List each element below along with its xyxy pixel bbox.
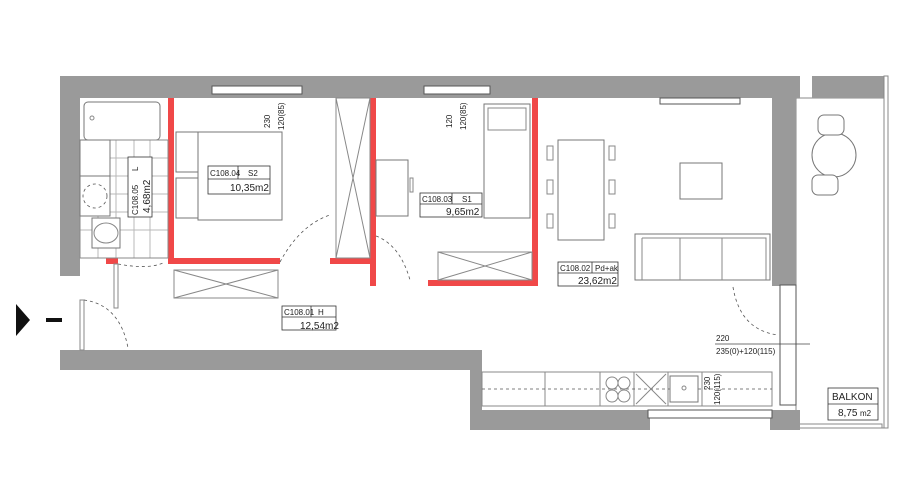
chair-icon — [811, 174, 839, 196]
room-code: C108.05 — [131, 184, 140, 215]
balcony: BALKON 8,75 m2 — [795, 75, 889, 429]
room-type: S1 — [462, 195, 472, 204]
windows — [211, 85, 797, 419]
bedroom-s1: C108.03 S1 9,65m2 120 120(85) — [375, 102, 533, 281]
hall: C108.01 H 12,54m2 — [79, 261, 339, 351]
bed-icon — [483, 103, 531, 219]
bathtub-icon — [83, 101, 161, 141]
table-icon — [811, 132, 857, 178]
dimension-label: 230 — [703, 376, 712, 390]
room-area: 4,68m2 — [142, 179, 153, 213]
living-room: C108.02 Pd+ak 23,62m2 220 235(0)+120(115… — [546, 139, 810, 356]
coffee-table-icon — [679, 162, 723, 200]
bathroom: C108.05 L 4,68m2 — [79, 101, 169, 259]
wardrobe — [335, 97, 371, 259]
room-type: Pd+ak — [595, 264, 619, 273]
bedroom-s2: C108.04 S2 10,35m2 230 120(85) — [173, 102, 331, 299]
room-area: 23,62m2 — [578, 276, 617, 287]
balcony-label: BALKON — [832, 392, 873, 403]
room-type: H — [318, 308, 324, 317]
balcony-unit: m2 — [860, 409, 872, 418]
dimension-label: 235(0)+120(115) — [716, 347, 776, 356]
room-code: C108.04 — [210, 169, 241, 178]
sofa-icon — [634, 233, 771, 281]
entrance-marker — [16, 304, 62, 336]
new-walls — [106, 98, 538, 286]
room-code: C108.02 — [560, 264, 591, 273]
dining-table-icon — [557, 139, 605, 241]
room-type: L — [131, 166, 140, 171]
kitchen-sink-icon — [669, 375, 699, 403]
dimension-label: 120(85) — [277, 102, 286, 130]
room-type: S2 — [248, 169, 258, 178]
kitchen: 230 120(115) — [481, 371, 773, 407]
dimension-label: 230 — [263, 114, 272, 128]
chair-icon — [817, 114, 845, 136]
sink-icon — [79, 139, 111, 177]
room-area: 10,35m2 — [230, 183, 269, 194]
entrance-arrow-icon — [16, 304, 30, 336]
room-area: 12,54m2 — [300, 321, 339, 332]
dimension-label: 120(85) — [459, 102, 468, 130]
room-area: 9,65m2 — [446, 207, 480, 218]
balcony-area: 8,75 — [838, 408, 858, 419]
dimension-label: 220 — [716, 334, 730, 343]
cooktop-icon — [605, 376, 631, 403]
washing-machine-icon — [79, 175, 111, 217]
desk-icon — [375, 159, 409, 217]
room-code: C108.01 — [284, 308, 315, 317]
dimension-label: 120 — [445, 114, 454, 128]
room-code: C108.03 — [422, 195, 453, 204]
dimension-label: 120(115) — [713, 373, 722, 405]
